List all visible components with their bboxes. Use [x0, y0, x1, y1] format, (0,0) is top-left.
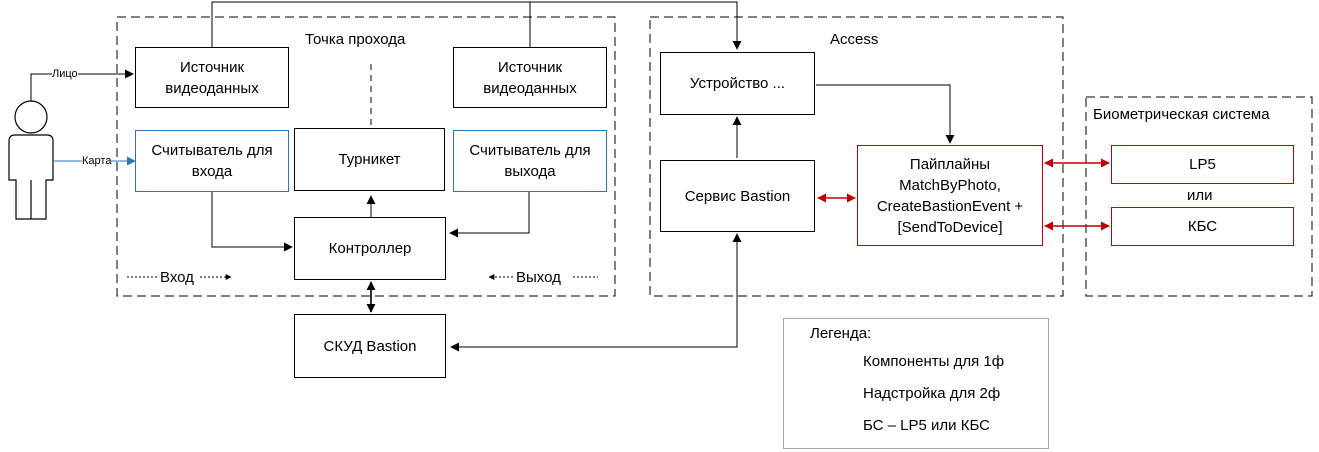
bastion-service-box[interactable]: Сервис Bastion [660, 160, 815, 232]
turnstile-box[interactable]: Турникет [294, 128, 445, 191]
skud-service-connector [450, 233, 742, 352]
exit-reader-connector [449, 192, 530, 238]
entry-reader-connector [211, 192, 293, 252]
or-label: или [1187, 187, 1213, 204]
card-label: Карта [82, 155, 112, 168]
exit-reader-box[interactable]: Считыватель для выхода [453, 130, 607, 192]
legend-title: Легенда: [810, 325, 872, 342]
video-source-1-label: Источник видеоданных [165, 58, 259, 97]
lp5-box[interactable]: LP5 [1111, 145, 1294, 184]
controller-label: Контроллер [328, 240, 412, 257]
skud-bastion-label: СКУД Bastion [323, 337, 417, 355]
passage-point-frame [116, 16, 616, 297]
exit-flow-label: Выход [516, 269, 561, 286]
biometric-system-title: Биометрическая система [1093, 106, 1270, 123]
bastion-service-label: Сервис Bastion [684, 187, 791, 205]
device-label: Устройство ... [689, 75, 786, 92]
access-frame [649, 16, 1064, 297]
face-connector [30, 69, 134, 101]
exit-reader-label: Считыватель для выхода [469, 142, 591, 180]
video-source-2-label: Источник видеоданных [483, 58, 577, 97]
biometric-system-frame [1085, 96, 1313, 297]
passage-point-title: Точка прохода [305, 31, 406, 48]
turnstile-label: Турникет [338, 151, 401, 168]
device-box[interactable]: Устройство ... [660, 52, 815, 115]
skud-bastion-box[interactable]: СКУД Bastion [294, 314, 446, 378]
video-source-2-box[interactable]: Источник видеоданных [453, 47, 607, 108]
entry-flow-label: Вход [160, 269, 194, 286]
legend-item-bs: БС – LP5 или КБС [863, 417, 990, 434]
legend-panel [783, 318, 1049, 449]
face-label: Лицо [52, 68, 78, 81]
lp5-label: LP5 [1189, 156, 1216, 173]
kbs-label: КБС [1187, 218, 1218, 235]
legend-item-1f: Компоненты для 1ф [863, 353, 1005, 370]
pipelines-box[interactable]: Пайплайны MatchByPhoto, CreateBastionEve… [857, 145, 1043, 246]
controller-box[interactable]: Контроллер [294, 217, 446, 280]
video-source-1-box[interactable]: Источник видеоданных [135, 47, 289, 108]
kbs-box[interactable]: КБС [1111, 207, 1294, 246]
access-title: Access [830, 31, 879, 48]
device-pipelines-connector [816, 84, 955, 144]
legend-item-2f: Надстройка для 2ф [863, 385, 1001, 402]
person-icon [8, 100, 54, 220]
entry-reader-label: Считыватель для входа [151, 142, 273, 180]
video-bus-connector [211, 1, 742, 50]
entry-reader-box[interactable]: Считыватель для входа [135, 130, 289, 192]
pipelines-label: Пайплайны MatchByPhoto, CreateBastionEve… [876, 155, 1024, 236]
